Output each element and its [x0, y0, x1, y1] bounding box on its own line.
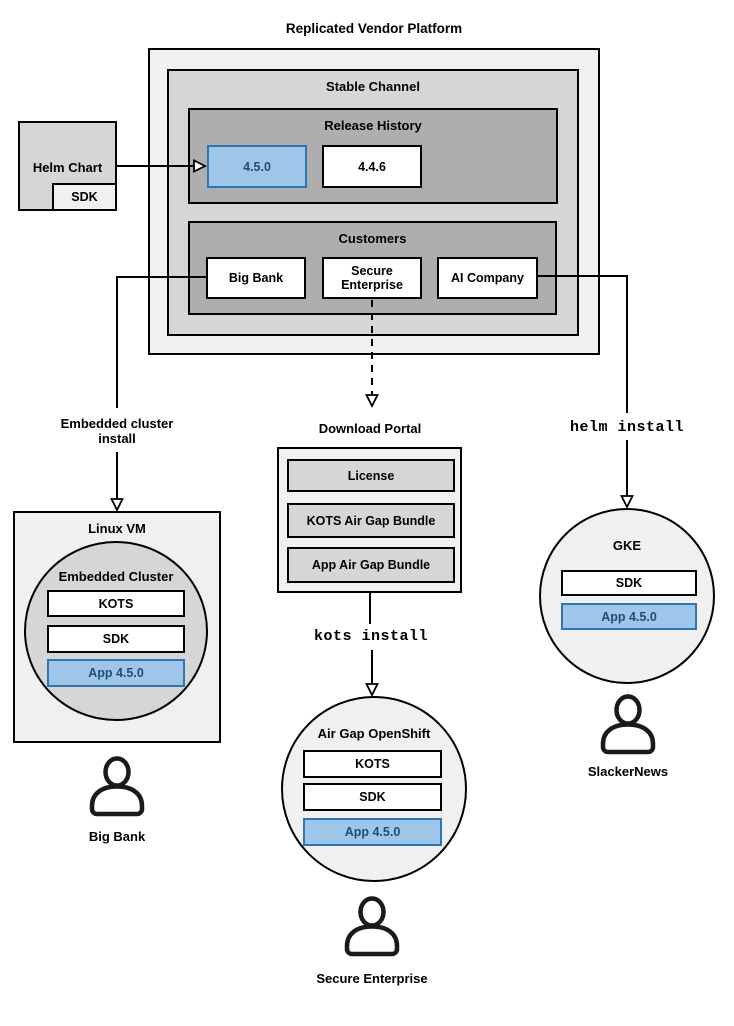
embedded-cluster-app-box: App 4.5.0	[47, 659, 185, 687]
big-bank-person-icon	[89, 756, 145, 817]
download-portal-app-bundle-item: App Air Gap Bundle	[287, 547, 455, 583]
helm-chart-label: Helm Chart	[32, 160, 103, 175]
secure-enterprise-user-label: Secure Enterprise	[316, 971, 428, 986]
openshift-sdk-box: SDK	[303, 783, 442, 811]
embedded-cluster-title: Embedded Cluster	[58, 569, 174, 584]
gke-app-box: App 4.5.0	[561, 603, 697, 630]
gke-sdk-box: SDK	[561, 570, 697, 596]
download-portal-title: Download Portal	[318, 421, 422, 436]
big-bank-user-label: Big Bank	[88, 829, 146, 844]
embedded-cluster-kots-box: KOTS	[47, 590, 185, 617]
customers-title: Customers	[338, 231, 407, 246]
diagram-title: Replicated Vendor Platform	[285, 21, 463, 36]
stable-channel-title: Stable Channel	[326, 79, 420, 94]
openshift-app-box: App 4.5.0	[303, 818, 442, 846]
kots-install-label: kots install	[313, 628, 429, 645]
customer-big-bank: Big Bank	[206, 257, 306, 299]
release-version-box-previous: 4.4.6	[322, 145, 422, 188]
secure-enterprise-person-icon	[344, 896, 400, 957]
release-history-title: Release History	[324, 118, 422, 133]
openshift-kots-box: KOTS	[303, 750, 442, 778]
helm-chart-sdk-box: SDK	[52, 183, 117, 211]
openshift-title: Air Gap OpenShift	[317, 726, 431, 741]
customer-ai-company: AI Company	[437, 257, 538, 299]
slackernews-user-label: SlackerNews	[587, 764, 669, 779]
download-portal-kots-bundle-item: KOTS Air Gap Bundle	[287, 503, 455, 538]
helm-install-label: helm install	[569, 419, 685, 436]
slackernews-person-icon	[600, 694, 656, 755]
gke-circle	[539, 508, 715, 684]
embedded-cluster-sdk-box: SDK	[47, 625, 185, 653]
release-version-box-current: 4.5.0	[207, 145, 307, 188]
gke-title: GKE	[612, 538, 642, 553]
linux-vm-title: Linux VM	[88, 521, 146, 536]
embedded-cluster-install-label: Embedded cluster install	[60, 416, 174, 446]
download-portal-license-item: License	[287, 459, 455, 492]
customer-secure-enterprise: Secure Enterprise	[322, 257, 422, 299]
